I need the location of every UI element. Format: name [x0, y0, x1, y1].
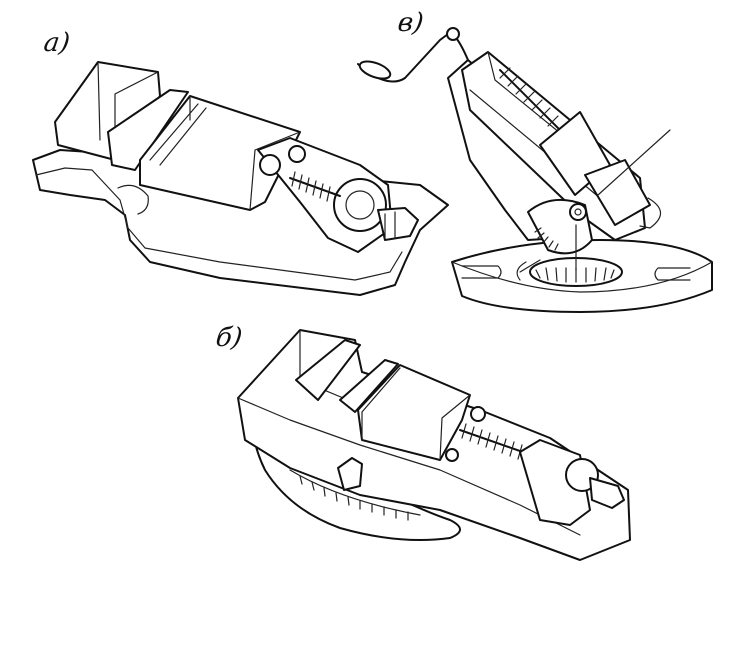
vise-b: [237, 329, 631, 561]
vise-v-angle-scale: [534, 227, 559, 251]
vise-a: [32, 61, 449, 296]
vise-v-slot-left: [461, 265, 502, 279]
vise-a-boss-inner: [345, 190, 375, 220]
vise-v-crank-knob: [358, 60, 392, 80]
vise-a-plate-edge: [35, 167, 403, 281]
vise-v-crank-hub: [446, 27, 460, 41]
vise-a-end-boss: [333, 178, 387, 232]
vise-a-handle-lines: [384, 211, 396, 239]
vise-v-screw-threads: [499, 67, 559, 127]
label-b: б): [213, 323, 245, 353]
vise-b-fixed-jaw: [295, 339, 361, 401]
vise-b-handle-stub: [589, 477, 625, 509]
label-a: a): [41, 28, 72, 58]
vise-v-base-edge: [451, 261, 713, 293]
vise-a-slot: [117, 184, 149, 215]
vise-v-rotation-arrow-2: [516, 261, 527, 281]
vise-b-jaw-face: [339, 359, 399, 413]
vise-b-degree-scale: [289, 469, 421, 516]
vise-v-jaw-2: [584, 159, 651, 226]
vise-b-clamp-bolt: [337, 457, 363, 491]
vise-v-reference-lines: [519, 129, 671, 273]
vise-a-nut: [259, 154, 281, 176]
vise-b-scale-ticks: [299, 475, 409, 521]
vise-b-nut-2: [445, 448, 459, 462]
vise-v-pivot-pin: [569, 203, 587, 221]
vise-b-screw-threads: [461, 423, 523, 460]
vise-v-lead-screw: [499, 69, 561, 131]
vise-a-screw-threads: [291, 171, 331, 202]
vise-v: [357, 27, 713, 313]
label-v: в): [395, 8, 426, 38]
vise-b-nut: [470, 406, 486, 422]
vise-v-disc-scale: [535, 267, 615, 283]
vise-b-jaw-edges: [361, 367, 471, 461]
vise-v-rotation-arrow: [639, 197, 662, 229]
vise-a-body-edges: [149, 95, 301, 211]
vise-v-pivot-pin-center: [574, 208, 582, 216]
vise-a-nut-2: [288, 145, 306, 163]
vise-a-handle-stub: [377, 207, 419, 241]
vise-v-slot-right: [654, 267, 691, 281]
